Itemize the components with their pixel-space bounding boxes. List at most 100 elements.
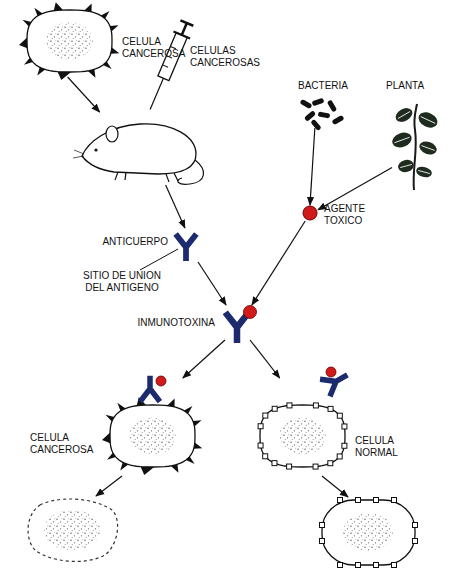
dead-cell — [28, 499, 118, 561]
antigen-spike — [103, 61, 112, 69]
mouse-whisker — [73, 156, 84, 158]
cell-membrane — [27, 10, 112, 72]
node-label: ANTICUERPO — [100, 236, 168, 248]
cancer-cell-outline — [105, 378, 200, 472]
bacterium — [310, 119, 322, 131]
cell-nucleus — [279, 417, 326, 454]
cancer-cell: CELULA CANCEROSA — [105, 378, 200, 472]
antigen-spike — [141, 467, 155, 475]
mouse-body — [82, 124, 196, 174]
flow-arrow — [183, 340, 225, 378]
surface-receptor — [413, 539, 418, 544]
bacterium — [300, 99, 313, 109]
bacterium — [318, 111, 331, 118]
surface-receptor — [287, 464, 292, 469]
mouse-outline — [78, 112, 205, 185]
cell-membrane — [110, 405, 195, 467]
flow-arrow — [310, 128, 315, 205]
cell-nucleus — [46, 22, 93, 59]
syringe — [142, 20, 195, 114]
syringe-flange — [173, 31, 190, 38]
antigen-spike — [102, 432, 110, 443]
syringe-plunger — [182, 23, 187, 35]
antigen-spike — [37, 67, 45, 75]
leaf-blade — [393, 105, 415, 124]
surface-receptor — [320, 539, 325, 544]
surface-receptor — [272, 406, 277, 411]
antigen-spike — [54, 2, 63, 10]
antibody: ANTICUERPO — [172, 228, 200, 262]
cancer-cell: CELULA CANCEROSA — [22, 5, 117, 77]
callout-label: SITIO DE UNION DEL ANTIGENO — [76, 270, 168, 294]
node-label: CELULA CANCEROSA — [30, 432, 102, 456]
surface-receptor — [374, 498, 379, 503]
antigen-spike — [34, 8, 42, 16]
mouse-tail — [178, 160, 204, 184]
leaf-blade — [390, 130, 414, 150]
plant-leaf — [393, 105, 415, 124]
leaf-vein — [398, 112, 410, 119]
antigen-spike — [120, 462, 128, 470]
surface-receptors — [320, 498, 418, 568]
antibody-outline — [172, 228, 200, 262]
mouse-foot — [174, 173, 178, 181]
normal-cell: CELULA NORMAL — [255, 378, 350, 472]
antibody-shape — [173, 232, 198, 261]
antigen-spike — [111, 47, 120, 53]
mouse: CELULAS CANCEROSAS — [78, 112, 205, 185]
plant-outline — [392, 100, 440, 190]
antigen-spike — [167, 398, 174, 406]
toxic-agent-outline — [302, 205, 318, 221]
antigen-spike — [107, 453, 116, 460]
leaf-blade — [417, 139, 438, 156]
leaf-vein — [400, 164, 412, 167]
normal-cell — [322, 500, 415, 565]
surface-receptor — [342, 424, 347, 429]
leaf-vein — [418, 170, 430, 173]
toxin-dot — [303, 206, 317, 220]
mouse-foot — [115, 172, 118, 180]
antigen-spike — [110, 25, 119, 31]
surface-receptor — [374, 563, 379, 568]
surface-receptor — [342, 443, 347, 448]
surface-receptor — [328, 461, 333, 466]
leaf-blade — [397, 158, 416, 174]
flow-arrow — [166, 185, 185, 228]
node-label: PLANTA — [386, 80, 446, 92]
antigen-spike — [194, 442, 203, 448]
cell-nucleus — [44, 510, 100, 550]
antigen-spike — [88, 69, 96, 77]
mouse-whisker — [74, 150, 84, 154]
surface-receptor — [272, 461, 277, 466]
toxin-dot — [326, 367, 336, 377]
antigen-spike — [193, 420, 202, 426]
mouse-foot — [125, 172, 126, 180]
surface-receptor — [413, 523, 418, 528]
plant-leaf — [416, 109, 440, 130]
leaf-vein — [394, 137, 409, 142]
bacterium — [327, 100, 337, 113]
syringe-cap — [180, 20, 193, 25]
antigen-spike — [58, 72, 72, 80]
surface-receptor — [320, 523, 325, 528]
antigen-spike — [117, 403, 125, 411]
antigen-spike — [84, 3, 91, 11]
leaf-vein — [421, 117, 436, 124]
toxin-dot — [156, 376, 166, 386]
mouse-foot — [166, 174, 169, 182]
antigen-spike — [171, 464, 179, 472]
antibody-shape — [318, 364, 354, 399]
syringe-needle — [150, 78, 163, 109]
surface-receptor — [392, 498, 397, 503]
surface-receptor — [313, 464, 318, 469]
mouse-ear — [106, 126, 118, 142]
plant-leaf — [397, 158, 416, 174]
outcome-arrow — [322, 476, 348, 497]
leaf-blade — [415, 165, 433, 179]
surface-receptor — [263, 413, 268, 418]
surface-receptor — [356, 563, 361, 568]
toxin-dot — [244, 306, 257, 319]
flow-arrow — [198, 262, 226, 305]
surface-receptor — [328, 406, 333, 411]
